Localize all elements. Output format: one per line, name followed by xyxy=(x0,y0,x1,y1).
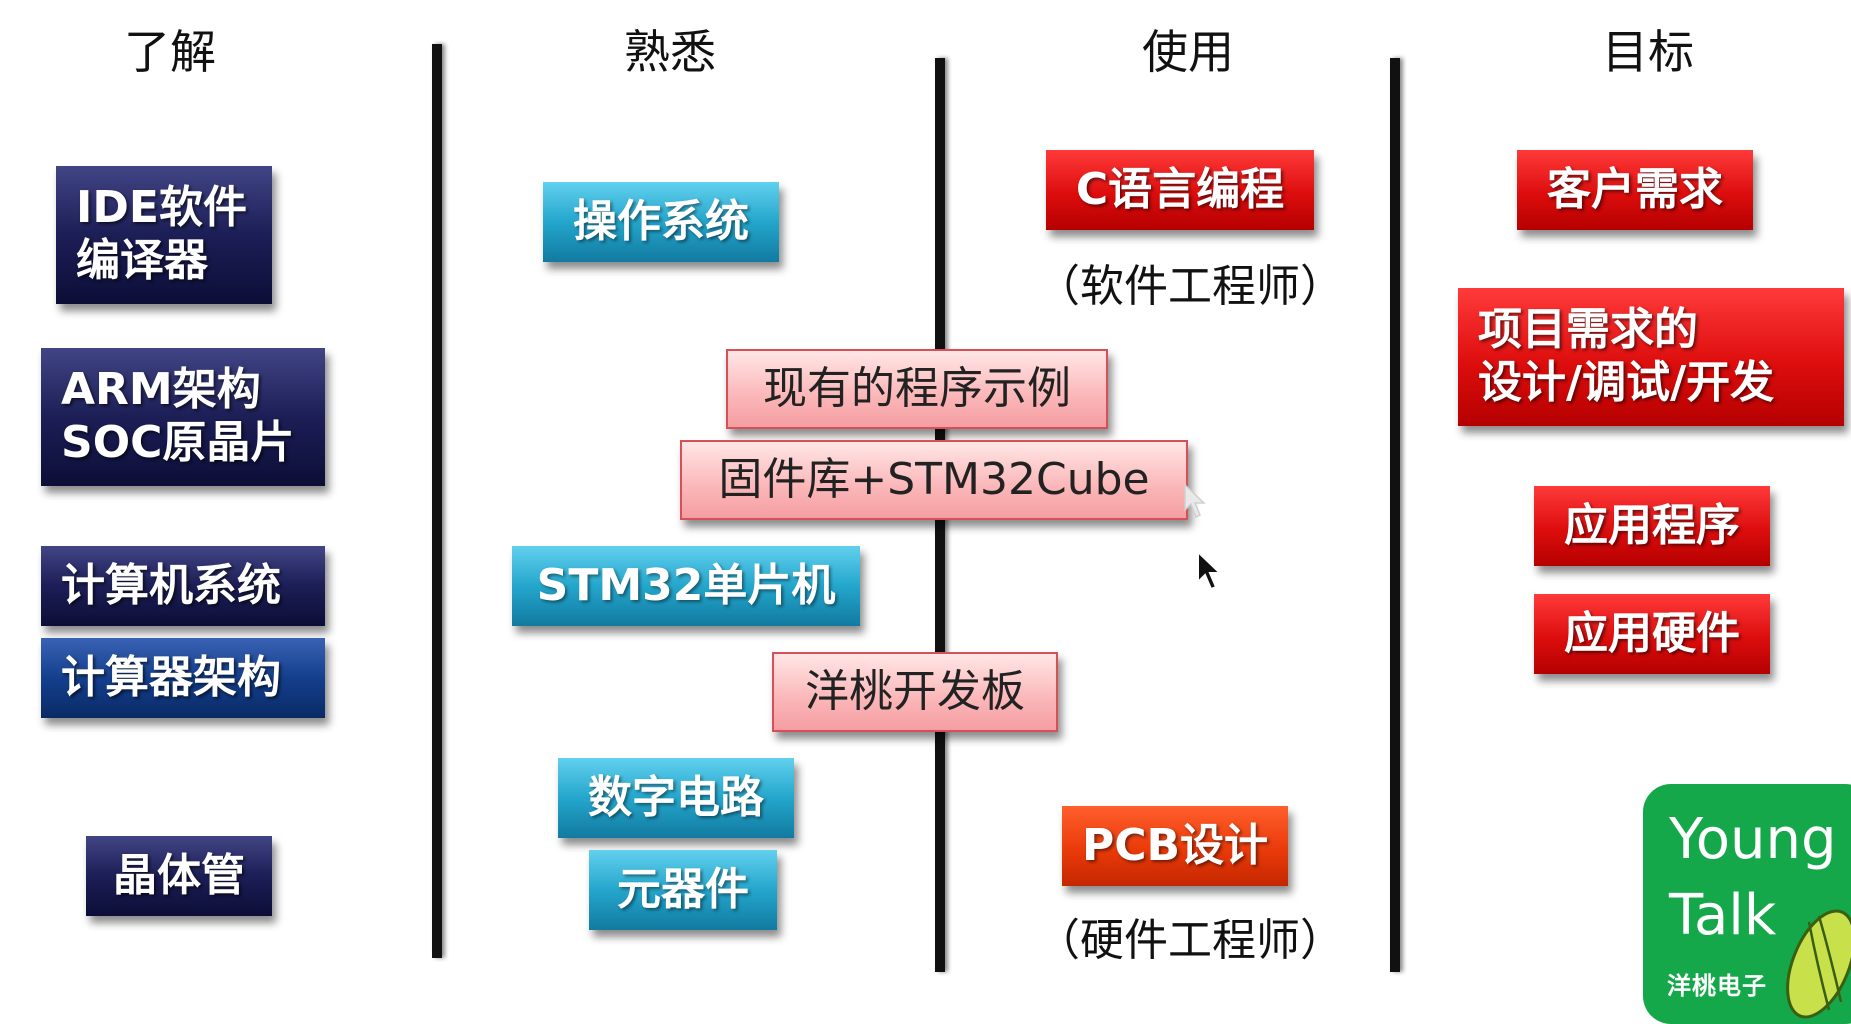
box-digital-circuits: 数字电路 xyxy=(558,758,794,838)
box-pcb-design: PCB设计 xyxy=(1062,806,1288,886)
box-project-design: 项目需求的 设计/调试/开发 xyxy=(1458,288,1844,426)
box-dev-board: 洋桃开发板 xyxy=(772,652,1058,732)
box-components-label: 元器件 xyxy=(617,863,749,915)
box-examples-label: 现有的程序示例 xyxy=(763,362,1071,414)
box-arm-line1: ARM架构 xyxy=(61,364,261,416)
box-c-programming: C语言编程 xyxy=(1046,150,1314,230)
header-use: 使用 xyxy=(1142,25,1234,79)
box-application-program: 应用程序 xyxy=(1534,486,1770,566)
software-engineer-label: （软件工程师） xyxy=(1036,261,1344,312)
column-divider-1 xyxy=(432,44,442,958)
hardware-engineer-label: （硬件工程师） xyxy=(1036,915,1344,966)
box-stm32-mcu: STM32单片机 xyxy=(512,546,860,626)
box-transistor: 晶体管 xyxy=(86,836,272,916)
box-os-label: 操作系统 xyxy=(573,195,749,247)
box-components: 元器件 xyxy=(589,850,777,930)
peach-icon xyxy=(1786,909,1851,1019)
logo-word-talk: Talk xyxy=(1669,883,1777,948)
box-arm-line2: SOC原晶片 xyxy=(61,417,295,468)
header-understand: 了解 xyxy=(124,25,216,79)
logo-word-young: Young xyxy=(1669,807,1837,872)
box-c-programming-label: C语言编程 xyxy=(1075,163,1285,215)
box-app-program-label: 应用程序 xyxy=(1564,499,1740,551)
box-app-hardware-label: 应用硬件 xyxy=(1564,607,1740,659)
box-firmware-library: 固件库+STM32Cube xyxy=(680,440,1188,520)
box-mcu-label: STM32单片机 xyxy=(536,559,836,611)
box-computer-architecture: 计算器架构 xyxy=(41,638,325,718)
column-divider-3 xyxy=(1390,58,1400,972)
box-firmware-label: 固件库+STM32Cube xyxy=(718,453,1150,505)
ghost-cursor-icon xyxy=(1184,483,1206,524)
box-board-label: 洋桃开发板 xyxy=(805,665,1025,717)
box-ide-line2: 编译器 xyxy=(76,235,208,286)
box-pcb-label: PCB设计 xyxy=(1081,819,1269,871)
logo-brand-name: 洋桃电子 xyxy=(1667,972,1767,1000)
box-computer-arch-label: 计算器架构 xyxy=(61,651,281,703)
header-goal: 目标 xyxy=(1602,25,1694,79)
box-computer-system: 计算机系统 xyxy=(41,546,325,626)
header-familiar: 熟悉 xyxy=(624,25,716,79)
box-ide-line1: IDE软件 xyxy=(76,182,247,234)
box-computer-system-label: 计算机系统 xyxy=(61,559,281,611)
box-project-line2: 设计/调试/开发 xyxy=(1478,357,1775,408)
box-project-line1: 项目需求的 xyxy=(1478,304,1698,356)
box-ide-compiler: IDE软件 编译器 xyxy=(56,166,272,304)
youngtalk-logo: Young Talk 洋桃电子 xyxy=(1643,784,1851,1024)
box-digital-label: 数字电路 xyxy=(588,771,764,823)
box-program-examples: 现有的程序示例 xyxy=(726,349,1108,429)
box-operating-system: 操作系统 xyxy=(543,182,779,262)
box-customer-needs: 客户需求 xyxy=(1517,150,1753,230)
box-transistor-label: 晶体管 xyxy=(113,849,245,901)
box-arm-soc: ARM架构 SOC原晶片 xyxy=(41,348,325,486)
mouse-cursor-icon xyxy=(1196,549,1223,596)
box-customer-needs-label: 客户需求 xyxy=(1547,163,1723,215)
box-application-hardware: 应用硬件 xyxy=(1534,594,1770,674)
